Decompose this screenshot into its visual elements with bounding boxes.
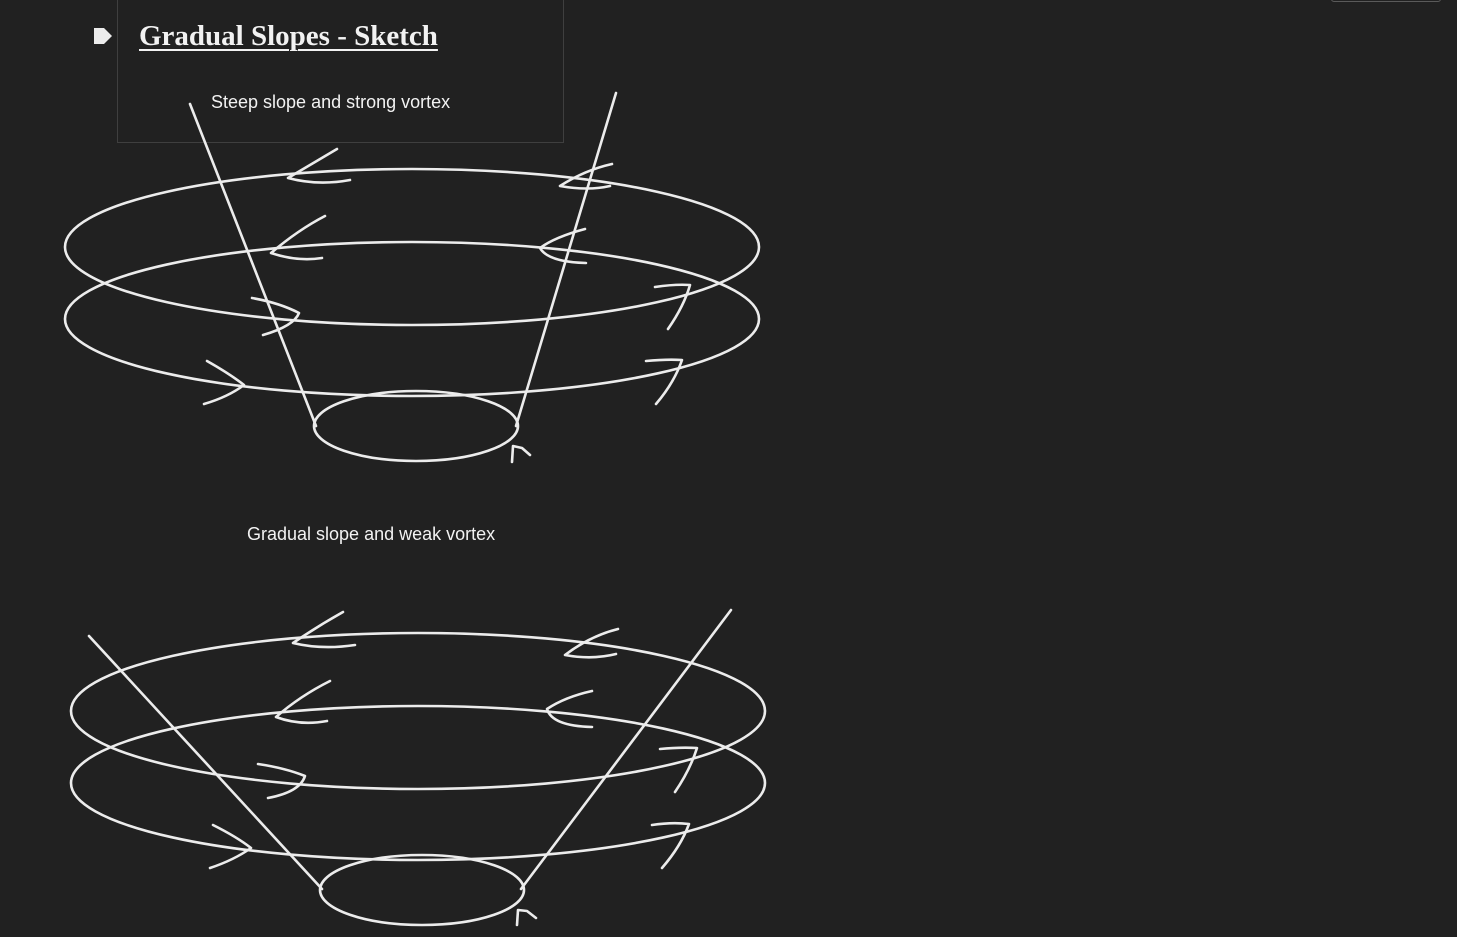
gradual-arrow-base	[515, 908, 538, 927]
gradual-arrow-lower-right	[658, 746, 699, 794]
steep-left-wall	[188, 102, 318, 428]
steep-arrow-lower-right	[653, 283, 692, 331]
gradual-right-wall	[519, 608, 733, 891]
gradual-arrow-bottom-right	[650, 821, 691, 870]
steep-arrow-upper-right	[558, 162, 614, 190]
gradual-arrow-bottom-left	[208, 823, 253, 870]
steep-lower-ring	[63, 240, 761, 398]
gradual-arrow-mid-right	[545, 689, 594, 729]
steep-upper-ring	[63, 167, 761, 327]
gradual-arrow-upper-left	[291, 610, 357, 649]
steep-arrow-mid-right	[538, 227, 588, 265]
steep-arrow-base	[510, 444, 532, 464]
steep-arrow-mid-left	[269, 214, 327, 261]
gradual-upper-ring	[69, 631, 767, 791]
gradual-arrow-mid-left	[274, 679, 332, 725]
caption-steep-slope[interactable]: Steep slope and strong vortex	[211, 92, 451, 112]
steep-arrow-lower-left	[250, 296, 301, 337]
gradual-left-wall	[87, 634, 324, 891]
steep-bottom-ring	[312, 389, 520, 463]
gradual-arrow-lower-left	[256, 762, 307, 800]
gradual-arrow-upper-right	[563, 627, 620, 659]
collapse-arrow-icon[interactable]	[92, 25, 114, 47]
gradual-lower-ring	[69, 704, 767, 862]
steep-right-wall	[514, 91, 618, 428]
page-title[interactable]: Gradual Slopes - Sketch	[139, 19, 438, 52]
steep-arrow-bottom-left	[202, 359, 246, 406]
gradual-bottom-ring	[318, 853, 526, 927]
caption-gradual-slope[interactable]: Gradual slope and weak vortex	[247, 524, 496, 544]
steep-arrow-bottom-right	[644, 358, 684, 406]
page-title-row: Gradual Slopes - Sketch	[92, 16, 438, 56]
steep-arrow-upper-left	[286, 147, 352, 184]
